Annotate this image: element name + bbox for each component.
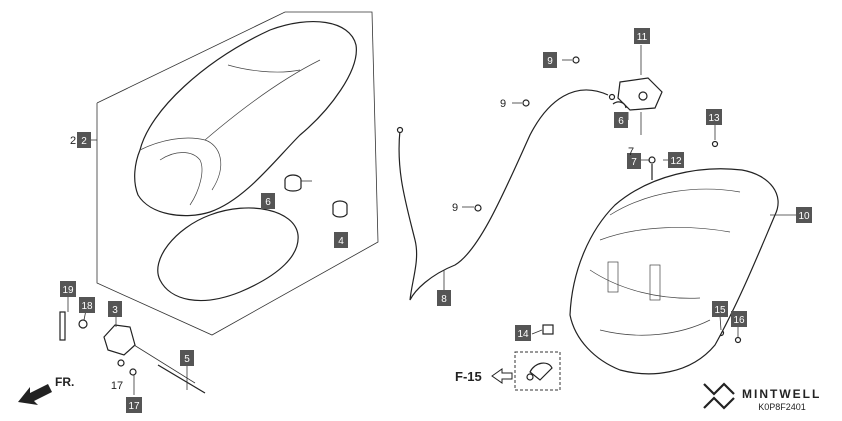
- callout-9-plain-b: 9: [452, 202, 458, 214]
- callout-13-box: 13: [708, 113, 720, 124]
- luggage-box-illustration: [569, 168, 779, 375]
- callout-3-box: 3: [112, 305, 118, 316]
- callout-5-box: 5: [184, 354, 190, 365]
- callout-6-box: 6: [265, 197, 271, 208]
- callout-10-box: 10: [798, 211, 810, 222]
- callout-4-box: 4: [338, 236, 344, 247]
- callout-labels: 2 6 4 19 18 3 5 17 8 9 11 6 7 12 13 10 1…: [62, 32, 810, 412]
- callout-18-box: 18: [81, 301, 93, 312]
- seat-seal-illustration: [157, 207, 299, 302]
- fastener-illustration: [474, 56, 742, 344]
- mintwell-logo: MINTWELL: [703, 382, 821, 410]
- callout-2-plain: 2: [70, 135, 76, 147]
- callout-7-plain: 7: [628, 146, 634, 158]
- latch-parts-illustration: [59, 311, 206, 394]
- callout-15-box: 15: [714, 305, 726, 316]
- callout-2-box: 2: [81, 136, 87, 147]
- callout-boxes: [60, 28, 812, 413]
- callout-16-box: 16: [733, 315, 745, 326]
- cable-illustration: [396, 89, 616, 301]
- bumper-illustration: [284, 174, 348, 218]
- callout-12-box: 12: [670, 156, 682, 167]
- callout-17-box: 17: [128, 401, 140, 412]
- callout-6b-box: 6: [618, 116, 624, 127]
- callout-17-plain: 17: [111, 380, 123, 392]
- callout-9-box: 9: [547, 56, 553, 67]
- reference-label: F-15: [455, 369, 482, 384]
- callout-19-box: 19: [62, 285, 74, 296]
- callout-7-box: 7: [631, 157, 637, 168]
- latch-bracket-illustration: [612, 77, 663, 111]
- front-label: FR.: [55, 375, 74, 389]
- reference-box: [514, 351, 561, 391]
- seat-group-frame: [96, 11, 379, 336]
- diagram-code: K0P8F2401: [758, 402, 806, 412]
- seat-illustration: [134, 20, 357, 217]
- callout-9-plain-a: 9: [500, 98, 506, 110]
- front-direction-arrow: FR.: [18, 375, 74, 405]
- callout-14-box: 14: [517, 329, 529, 340]
- callout-11-box: 11: [637, 32, 648, 43]
- plain-labels: 2 17 9 9 7: [70, 98, 634, 392]
- callout-8-box: 8: [441, 294, 447, 305]
- reference-arrow: F-15: [455, 368, 513, 384]
- watermark-text: MINTWELL: [742, 387, 821, 401]
